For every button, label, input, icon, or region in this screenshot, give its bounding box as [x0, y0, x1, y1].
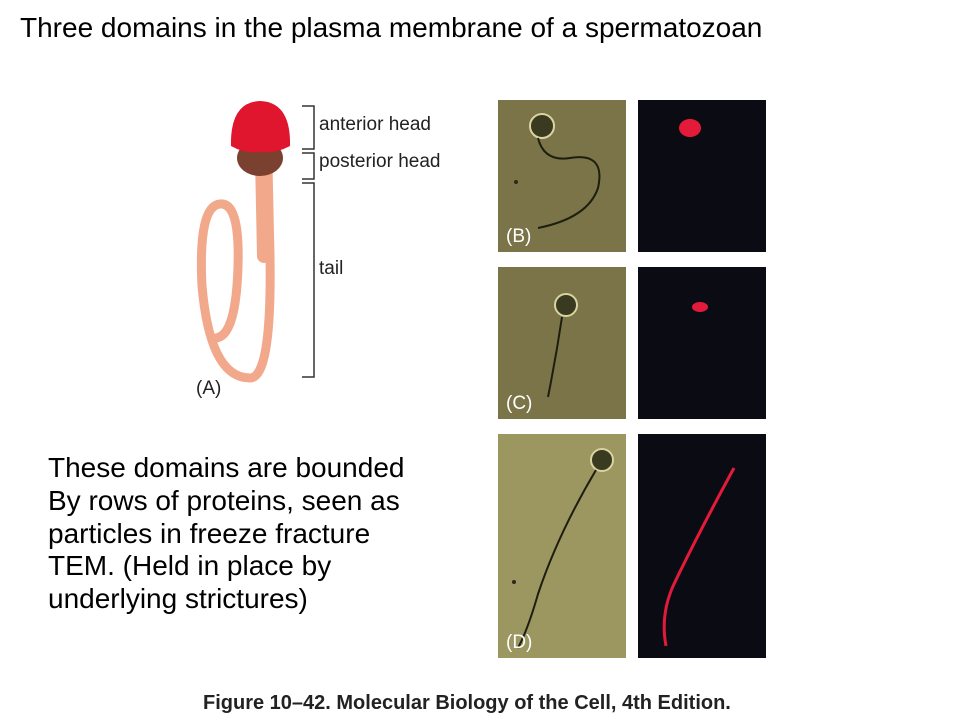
figure-caption: Figure 10–42. Molecular Biology of the C…	[203, 692, 731, 714]
micrograph-d-fluorescence	[638, 434, 766, 658]
sperm-c-phase-image	[547, 293, 578, 398]
fluorescence-b-anterior-head	[679, 119, 701, 137]
micrograph-c-phase: (C)	[498, 267, 626, 419]
tail-shape	[196, 161, 275, 383]
sperm-domain-diagram: anterior head posterior head tail (A)	[180, 96, 490, 406]
bracket-tail	[302, 182, 315, 378]
label-tail: tail	[319, 258, 344, 279]
panel-label-d: (D)	[506, 632, 533, 653]
bracket-anterior	[302, 105, 315, 150]
fluorescence-d-tail	[662, 467, 736, 647]
panel-label-a: (A)	[196, 378, 222, 399]
micrograph-c-fluorescence	[638, 267, 766, 419]
fluorescence-c-posterior-head	[692, 302, 708, 312]
label-anterior-head: anterior head	[319, 114, 431, 135]
micrograph-b-phase: (B)	[498, 100, 626, 252]
panel-label-c: (C)	[506, 393, 533, 414]
sperm-d-phase-image	[512, 448, 614, 649]
body-text: These domains are bounded By rows of pro…	[48, 452, 405, 614]
slide-title: Three domains in the plasma membrane of …	[20, 12, 763, 43]
sperm-b-phase-image	[514, 113, 601, 229]
anterior-head-shape	[230, 101, 291, 153]
label-posterior-head: posterior head	[319, 151, 441, 172]
panel-label-b: (B)	[506, 226, 532, 247]
micrograph-d-phase: (D)	[498, 434, 626, 658]
micrograph-b-fluorescence	[638, 100, 766, 252]
bracket-posterior	[302, 152, 315, 180]
sperm-diagram-illustration	[196, 101, 315, 383]
